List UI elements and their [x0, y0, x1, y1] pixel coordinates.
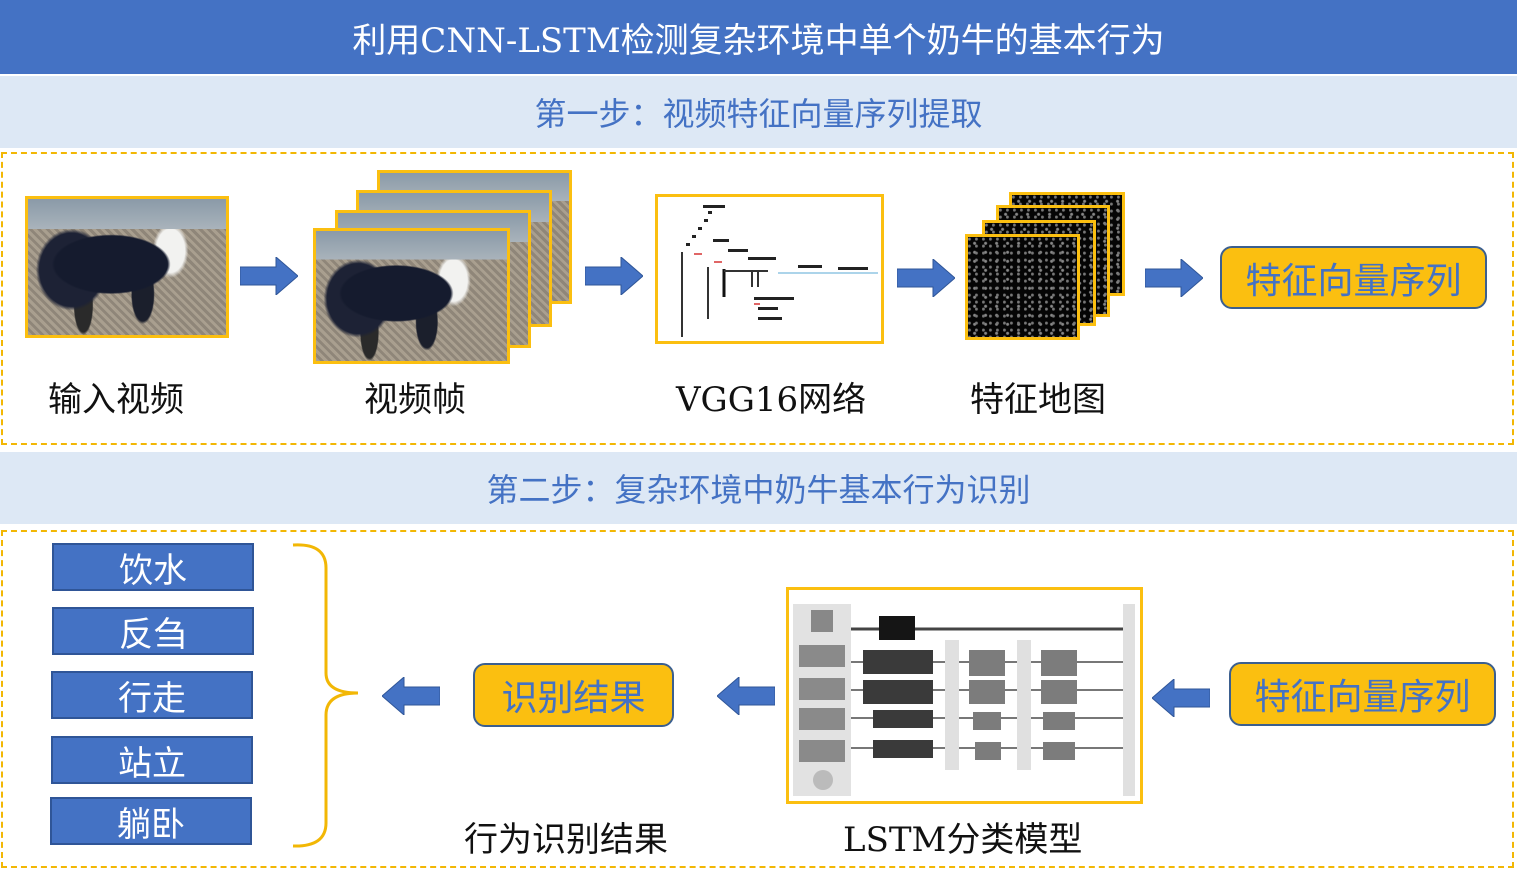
behavior-drinking: 饮水 — [52, 543, 254, 591]
arrow-right-icon — [897, 259, 955, 297]
arrow-left-icon — [1152, 679, 1210, 717]
vgg16-graph — [681, 205, 878, 337]
step2-heading: 第二步：复杂环境中奶牛基本行为识别 — [0, 452, 1517, 524]
video-frame-1 — [313, 228, 510, 364]
arrow-right-icon — [585, 257, 643, 295]
recognition-result-box: 识别结果 — [473, 663, 674, 727]
arrow-left-icon — [717, 677, 775, 715]
lstm-model-image — [786, 587, 1143, 804]
lstm-graph — [793, 604, 1135, 796]
video-frames-caption: 视频帧 — [364, 380, 466, 420]
behavior-standing: 站立 — [51, 736, 253, 784]
lstm-model-caption: LSTM分类模型 — [843, 820, 1083, 860]
input-video-image — [25, 196, 229, 338]
feature-vector-sequence-input: 特征向量序列 — [1229, 662, 1496, 726]
feature-map-1 — [965, 234, 1080, 340]
feature-maps-caption: 特征地图 — [970, 380, 1106, 420]
arrow-right-icon — [1145, 259, 1203, 297]
right-curly-brace-icon — [292, 543, 359, 848]
behavior-lying: 躺卧 — [50, 797, 252, 845]
arrow-left-icon — [382, 677, 440, 715]
vgg16-network-image — [655, 194, 884, 344]
behavior-ruminating: 反刍 — [52, 607, 254, 655]
diagram-title: 利用CNN-LSTM检测复杂环境中单个奶牛的基本行为 — [0, 0, 1517, 74]
input-video-caption: 输入视频 — [48, 380, 184, 420]
feature-vector-sequence-output: 特征向量序列 — [1220, 246, 1487, 309]
step1-heading: 第一步：视频特征向量序列提取 — [0, 76, 1517, 148]
step2-panel — [1, 530, 1514, 868]
step1-panel — [1, 152, 1514, 445]
vgg16-caption: VGG16网络 — [676, 380, 867, 420]
behavior-walking: 行走 — [51, 671, 253, 719]
recognition-result-caption: 行为识别结果 — [464, 820, 668, 860]
arrow-right-icon — [240, 257, 298, 295]
